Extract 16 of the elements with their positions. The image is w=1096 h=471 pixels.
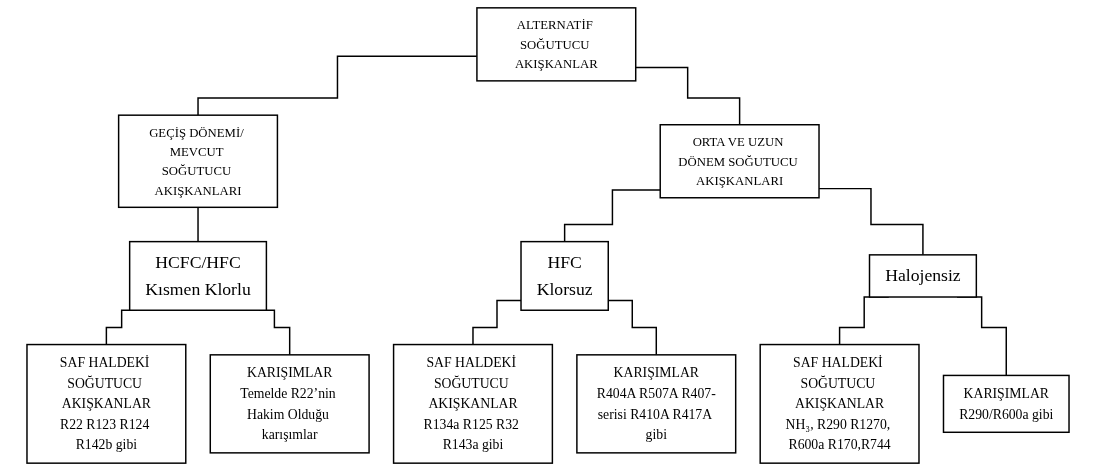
- connector: [197, 206, 199, 243]
- node-box: ORTA VE UZUN DÖNEM SOĞUTUCU AKIŞKANLARI: [659, 124, 820, 199]
- node-box: GEÇİŞ DÖNEMİ/ MEVCUT SOĞUTUCU AKIŞKANLARI: [117, 114, 279, 209]
- connector: [563, 189, 661, 243]
- node-box: KARIŞIMLAR R290/R600a gibi: [942, 374, 1070, 433]
- node-box: SAF HALDEKİ SOĞUTUCU AKIŞKANLAR NH₃, R290 R1270, R600a R170,R744: [759, 343, 920, 464]
- connector: [472, 299, 522, 346]
- node-box: HCFC/HFC Kısmen Klorlu: [128, 240, 268, 311]
- node-box: HFC Klorsuz: [520, 240, 609, 311]
- connector: [635, 66, 741, 126]
- node-box: KARIŞIMLAR Temelde R22’nin Hakim Olduğu karışımlar: [209, 354, 370, 454]
- node-box: KARIŞIMLAR R404A R507A R407-serisi R410A R417A gibi: [576, 354, 737, 454]
- node-box: ALTERNATİF SOĞUTUCU AKIŞKANLAR: [476, 7, 637, 82]
- node-box: Halojensiz: [868, 254, 978, 298]
- node-box: SAF HALDEKİ SOĞUTUCU AKIŞKANLAR R22 R123 R124 R142b gibi: [26, 343, 187, 464]
- node-box: SAF HALDEKİ SOĞUTUCU AKIŞKANLAR R134a R125 R32 R143a gibi: [392, 343, 554, 464]
